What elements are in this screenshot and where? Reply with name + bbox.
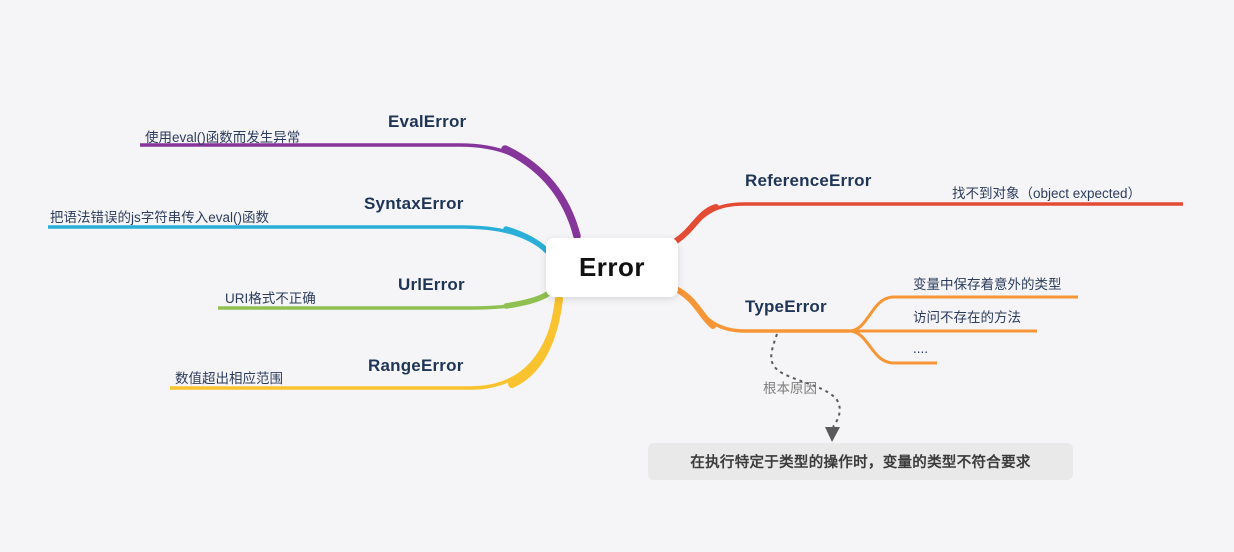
note-evalerror[interactable]: 使用eval()函数而发生异常 xyxy=(145,130,301,145)
note-typeerror-child2[interactable]: 访问不存在的方法 xyxy=(913,310,1021,325)
topic-rangeerror[interactable]: RangeError xyxy=(368,356,464,375)
syntax-branch-taper xyxy=(503,226,550,254)
type-branch-taper xyxy=(673,286,716,329)
note-syntaxerror[interactable]: 把语法错误的js字符串传入eval()函数 xyxy=(50,210,270,225)
reference-branch-taper xyxy=(673,204,719,244)
callout-arrowhead-icon xyxy=(825,427,840,442)
note-typeerror-child1[interactable]: 变量中保存着意外的类型 xyxy=(913,277,1062,292)
eval-branch-taper xyxy=(501,145,581,240)
callout-label-root-cause[interactable]: 根本原因 xyxy=(763,381,817,396)
note-urlerror[interactable]: URI格式不正确 xyxy=(225,291,316,306)
callout-dashed-arrow xyxy=(770,333,841,428)
syntax-branch-line xyxy=(48,225,549,253)
root-node-error[interactable]: Error xyxy=(546,238,678,297)
callout-box-root-cause[interactable]: 在执行特定于类型的操作时，变量的类型不符合要求 xyxy=(648,443,1073,480)
range-branch-taper xyxy=(508,295,563,388)
note-rangeerror[interactable]: 数值超出相应范围 xyxy=(175,371,283,386)
note-typeerror-child3[interactable]: .... xyxy=(913,341,929,356)
topic-evalerror[interactable]: EvalError xyxy=(388,112,467,131)
note-referenceerror[interactable]: 找不到对象（object expected） xyxy=(952,186,1142,201)
topic-urlerror[interactable]: UrlError xyxy=(398,275,465,294)
url-branch-taper xyxy=(503,290,552,309)
topic-referenceerror[interactable]: ReferenceError xyxy=(745,171,872,190)
topic-syntaxerror[interactable]: SyntaxError xyxy=(364,194,464,213)
type-child3-line xyxy=(848,329,937,365)
reference-branch-line xyxy=(675,202,1183,243)
topic-typeerror[interactable]: TypeError xyxy=(745,297,827,316)
